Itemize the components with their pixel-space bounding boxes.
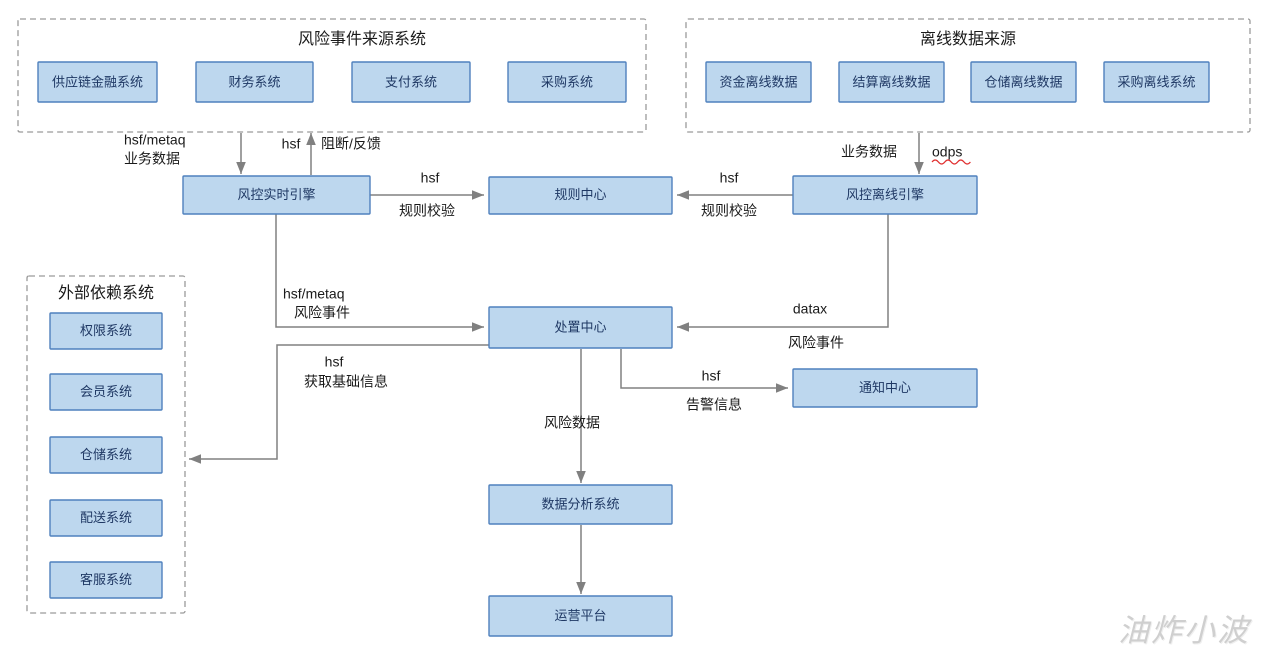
edge-label-sources-to-realtime-line1: hsf/metaq [124,132,185,148]
node-label-settlement-offline-data: 结算离线数据 [852,74,930,89]
node-label-funds-offline-data: 资金离线数据 [719,74,797,89]
edge-label-offline-to-disposal-protocol: datax [793,301,827,317]
edge-realtime-engine-to-disposal-center [275,214,484,332]
group-border-external-dependencies [26,275,186,614]
edge-disposal-center-to-notification-center [620,349,788,393]
node-delivery-system[interactable] [49,499,163,537]
odps-spellcheck-underline-icon [931,159,971,165]
edge-label-offline-sources-odps: odps [932,144,962,160]
edge-label-realtime-to-rule-protocol: hsf [421,170,440,186]
node-funds-offline-data[interactable] [705,61,812,103]
node-label-realtime-risk-engine: 风控实时引擎 [237,187,315,202]
node-label-notification-center: 通知中心 [859,380,911,395]
node-supply-chain-finance-system[interactable] [37,61,158,103]
node-settlement-offline-data[interactable] [838,61,945,103]
group-border-offline-data-sources [685,18,1251,133]
edge-label-offline-to-rule-action: 规则校验 [701,203,757,219]
node-finance-system[interactable] [195,61,314,103]
group-external-dependencies: 外部依赖系统 权限系统 会员系统 仓储系统 配送系统 客服系统 [26,275,186,614]
group-title-risk-event-sources: 风险事件来源系统 [298,30,426,48]
node-procurement-offline-system[interactable] [1103,61,1210,103]
node-label-warehouse-system: 仓储系统 [80,447,132,462]
node-realtime-risk-engine[interactable] [182,175,371,215]
node-offline-risk-engine[interactable] [792,175,978,215]
group-offline-data-sources: 离线数据来源 资金离线数据 结算离线数据 仓储离线数据 采购离线系统 [685,18,1251,133]
node-label-operation-platform: 运营平台 [554,608,606,623]
node-procurement-system[interactable] [507,61,627,103]
node-label-warehouse-offline-data: 仓储离线数据 [984,74,1062,89]
node-label-delivery-system: 配送系统 [80,510,132,525]
node-label-procurement-system: 采购系统 [541,74,593,89]
node-rule-center[interactable] [488,176,673,215]
node-warehouse-offline-data[interactable] [970,61,1077,103]
node-label-finance-system: 财务系统 [228,74,280,89]
edge-label-sources-to-realtime-line2: 业务数据 [124,151,180,167]
edge-disposal-center-to-external-dependencies [189,344,489,464]
node-payment-system[interactable] [351,61,471,103]
group-border-risk-event-sources [17,18,647,133]
node-label-permission-system: 权限系统 [80,323,132,338]
node-permission-system[interactable] [49,312,163,350]
edge-offline-engine-to-disposal-center [677,214,889,332]
group-title-external-dependencies: 外部依赖系统 [58,284,154,302]
node-customer-service-system[interactable] [49,561,163,599]
edge-label-disposal-to-analysis-payload: 风险数据 [544,415,600,431]
edge-label-realtime-to-rule-action: 规则校验 [399,203,455,219]
group-risk-event-sources: 风险事件来源系统 供应链金融系统 财务系统 支付系统 采购系统 [17,18,647,133]
edge-label-disposal-to-notification-protocol: hsf [702,368,721,384]
node-label-member-system: 会员系统 [80,384,132,399]
edge-label-offline-sources-business-data: 业务数据 [841,144,897,160]
watermark: 油炸小波 [1118,613,1250,648]
node-member-system[interactable] [49,373,163,411]
core-nodes: 风控实时引擎 规则中心 风控离线引擎 处置中心 通知中心 数据分析系统 运营平台 [182,175,978,637]
node-label-customer-service-system: 客服系统 [80,572,132,587]
node-label-payment-system: 支付系统 [385,74,437,89]
node-disposal-center[interactable] [488,306,673,349]
node-label-data-analysis-system: 数据分析系统 [541,496,619,511]
node-data-analysis-system[interactable] [488,484,673,525]
edge-label-offline-to-disposal-payload: 风险事件 [788,335,844,351]
edge-label-realtime-to-sources-action: 阻断/反馈 [321,136,381,152]
edge-label-realtime-to-disposal-line1: hsf/metaq [283,286,344,302]
node-warehouse-system[interactable] [49,436,163,474]
edge-label-realtime-to-sources-protocol: hsf [282,136,301,152]
edge-label-realtime-to-disposal-line2: 风险事件 [294,305,350,321]
node-notification-center[interactable] [792,368,978,408]
edge-label-disposal-to-external-action: 获取基础信息 [304,374,388,390]
edge-label-disposal-to-external-protocol: hsf [325,354,344,370]
edge-label-disposal-to-notification-payload: 告警信息 [686,397,742,413]
node-label-procurement-offline-system: 采购离线系统 [1117,74,1195,89]
node-label-rule-center: 规则中心 [554,187,606,202]
edge-label-offline-to-rule-protocol: hsf [720,170,739,186]
node-operation-platform[interactable] [488,595,673,637]
node-label-offline-risk-engine: 风控离线引擎 [846,187,924,202]
node-label-supply-chain-finance-system: 供应链金融系统 [52,74,143,89]
node-label-disposal-center: 处置中心 [554,319,606,334]
group-title-offline-data-sources: 离线数据来源 [920,30,1016,48]
